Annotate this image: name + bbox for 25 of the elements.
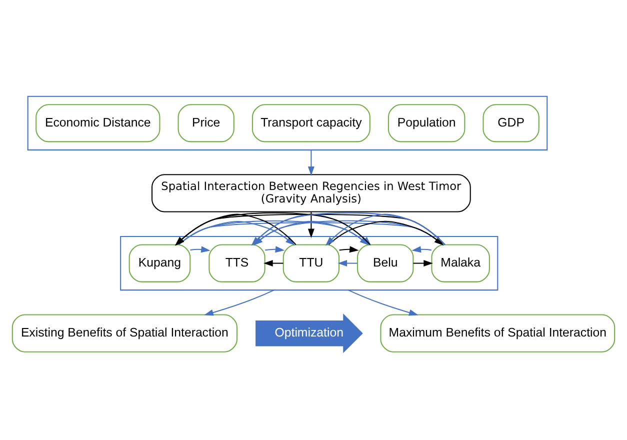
node-box: Transport capacity <box>252 104 370 142</box>
node-box: Existing Benefits of Spatial Interaction <box>12 314 238 352</box>
node-box: GDP <box>482 104 540 142</box>
arrow <box>308 212 314 238</box>
arrow <box>265 246 285 253</box>
arrow <box>338 260 358 267</box>
arrow <box>339 246 359 253</box>
arrow <box>348 290 418 316</box>
node-box: Population <box>388 104 466 142</box>
node-box: TTU <box>282 244 340 282</box>
arrow <box>190 246 210 253</box>
arrow <box>264 260 284 267</box>
node-box: Maximum Benefits of Spatial Interaction <box>380 314 616 352</box>
node-box: Kupang <box>128 244 191 282</box>
node-box: TTS <box>208 244 266 282</box>
node-box: Belu <box>357 244 414 282</box>
node-box: Spatial Interaction Between Regencies in West Timor (Gravity Analysis) <box>151 174 471 212</box>
arrow <box>412 246 432 253</box>
node-box: Price <box>178 104 234 142</box>
cluster <box>27 96 548 150</box>
node-box: Malaka <box>431 244 490 282</box>
node-box: Economic Distance <box>36 104 160 142</box>
arrow <box>308 150 314 176</box>
arrow <box>204 290 274 316</box>
arrow <box>413 260 433 267</box>
